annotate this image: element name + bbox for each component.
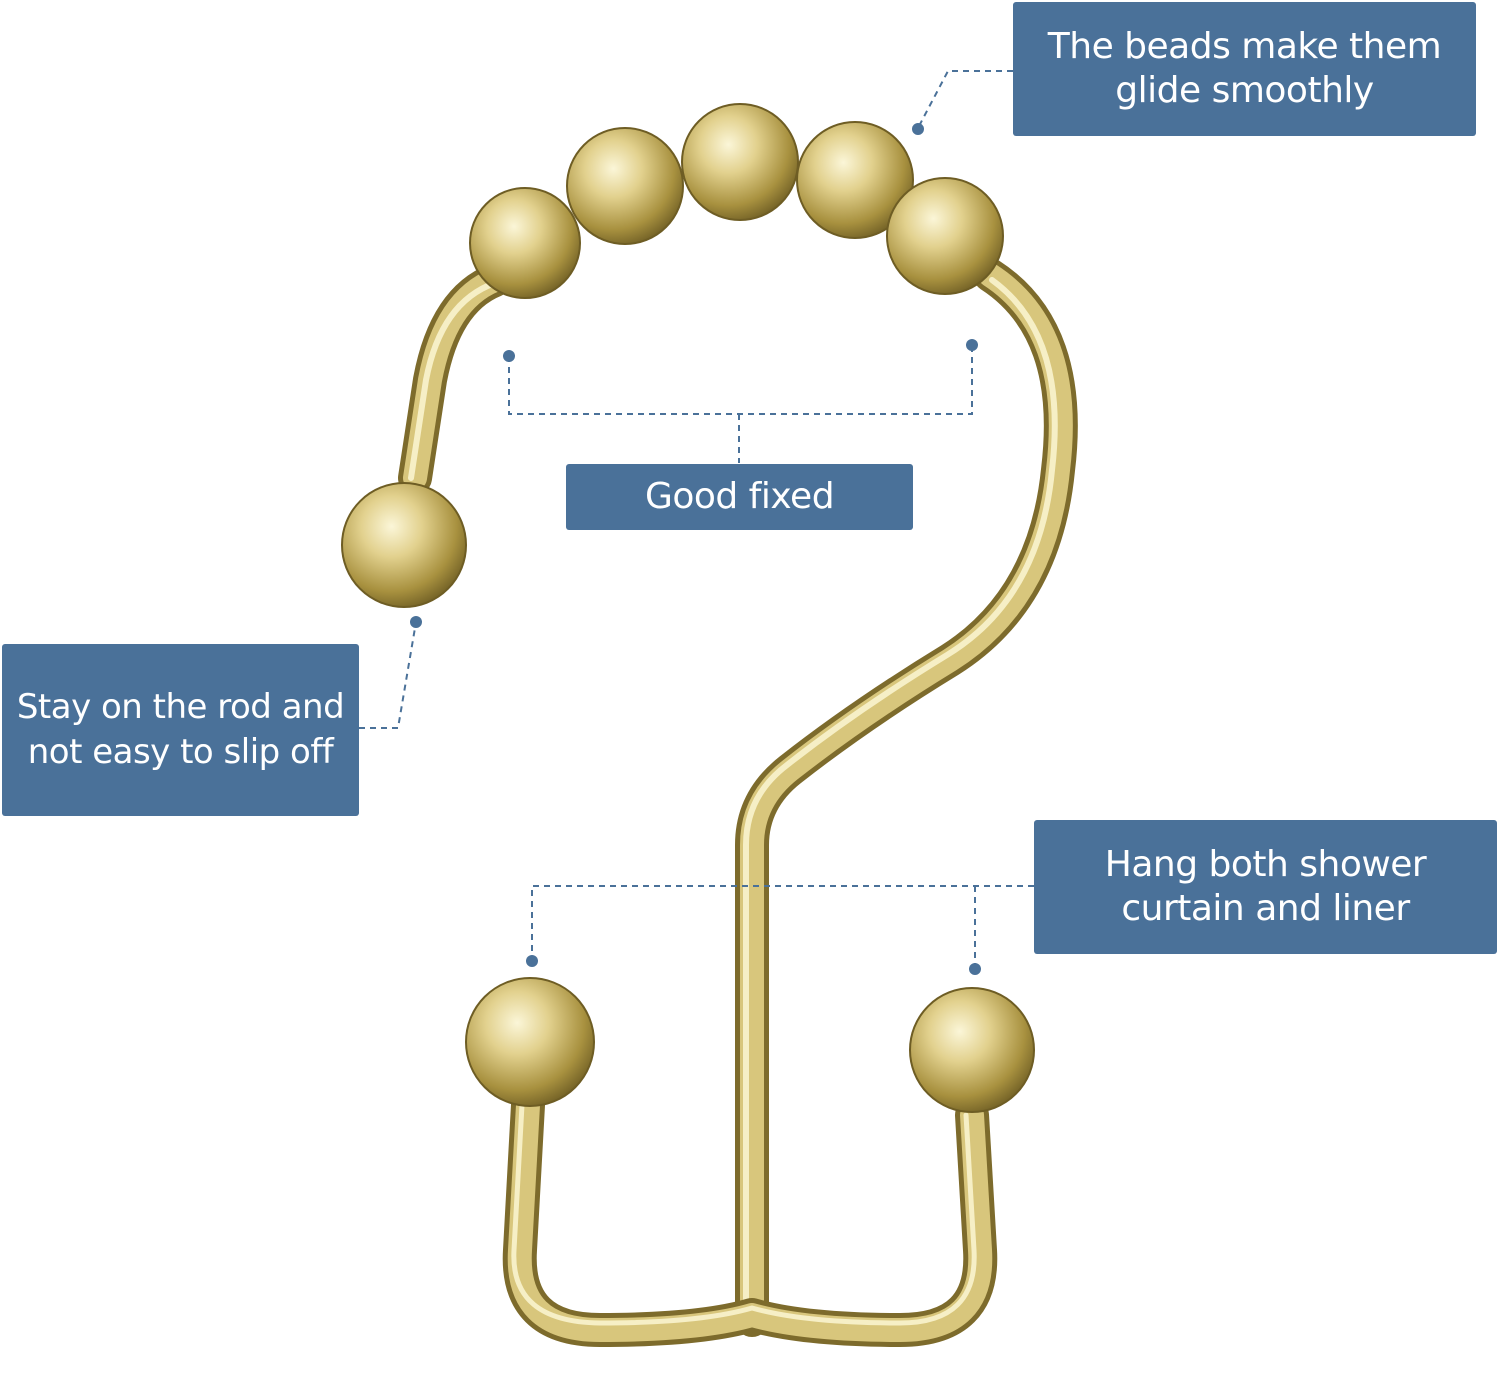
callout-fixed-text: Good fixed: [644, 476, 835, 518]
left-stopper-ball-icon: [341, 482, 467, 608]
hook-wire: [398, 258, 1078, 1347]
dot-hang-left: [526, 955, 538, 967]
callout-beads-glide: The beads make them glide smoothly: [1013, 2, 1476, 136]
roller-beads: [469, 103, 1004, 299]
end-stopper-balls: [341, 482, 1035, 1113]
leader-dots: [410, 123, 981, 975]
leader-fixed: [508, 345, 973, 415]
callout-stay-on-rod: Stay on the rod and not easy to slip off: [2, 644, 359, 816]
bead-1-icon: [469, 187, 581, 299]
bead-4-icon: [796, 121, 914, 239]
bead-2-icon: [566, 127, 684, 245]
dot-hang-right: [969, 963, 981, 975]
callout-good-fixed: Good fixed: [566, 464, 913, 530]
lower-right-ball-icon: [909, 987, 1035, 1113]
dot-fixed-left: [503, 350, 515, 362]
leader-hang: [531, 885, 1034, 960]
leader-stay: [359, 621, 417, 729]
bead-3-icon: [681, 103, 799, 221]
callout-hang-both: Hang both shower curtain and liner: [1034, 820, 1497, 954]
bead-5-icon: [886, 177, 1004, 295]
leader-lines: [359, 70, 1034, 968]
callout-hang-text: Hang both shower curtain and liner: [1104, 844, 1427, 929]
dot-stay: [410, 616, 422, 628]
dot-beads: [912, 123, 924, 135]
leader-beads: [917, 70, 1013, 129]
dot-fixed-right: [966, 339, 978, 351]
callout-beads-text: The beads make them glide smoothly: [1047, 26, 1442, 111]
callout-stay-text: Stay on the rod and not easy to slip off: [16, 687, 345, 772]
lower-left-ball-icon: [465, 977, 595, 1107]
